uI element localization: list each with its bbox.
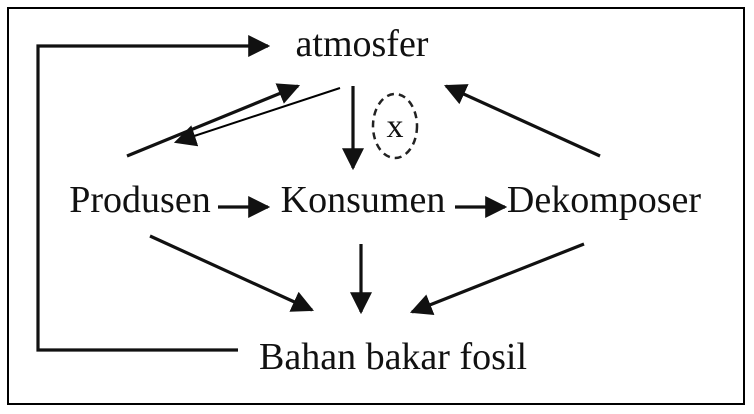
edge-fosil-to-atmosfer xyxy=(36,35,271,352)
diagram-frame xyxy=(7,7,745,405)
edge-atmosfer-to-produsen xyxy=(173,87,341,147)
node-produsen: Produsen xyxy=(69,179,210,221)
edge-produsen-to-fosil xyxy=(149,234,315,312)
node-konsumen: Konsumen xyxy=(281,179,446,221)
edge-dekomposer-to-fosil xyxy=(409,242,585,315)
marker-x-label: x xyxy=(387,108,404,145)
node-dekomposer: Dekomposer xyxy=(507,179,702,221)
node-atmosfer: atmosfer xyxy=(296,23,429,65)
marker-dashed-circle xyxy=(371,92,419,160)
node-bahan-bakar-fosil: Bahan bakar fosil xyxy=(259,336,527,378)
edge-dekomposer-to-atmosfer xyxy=(443,84,601,158)
edge-produsen-to-atmosfer xyxy=(126,83,301,158)
